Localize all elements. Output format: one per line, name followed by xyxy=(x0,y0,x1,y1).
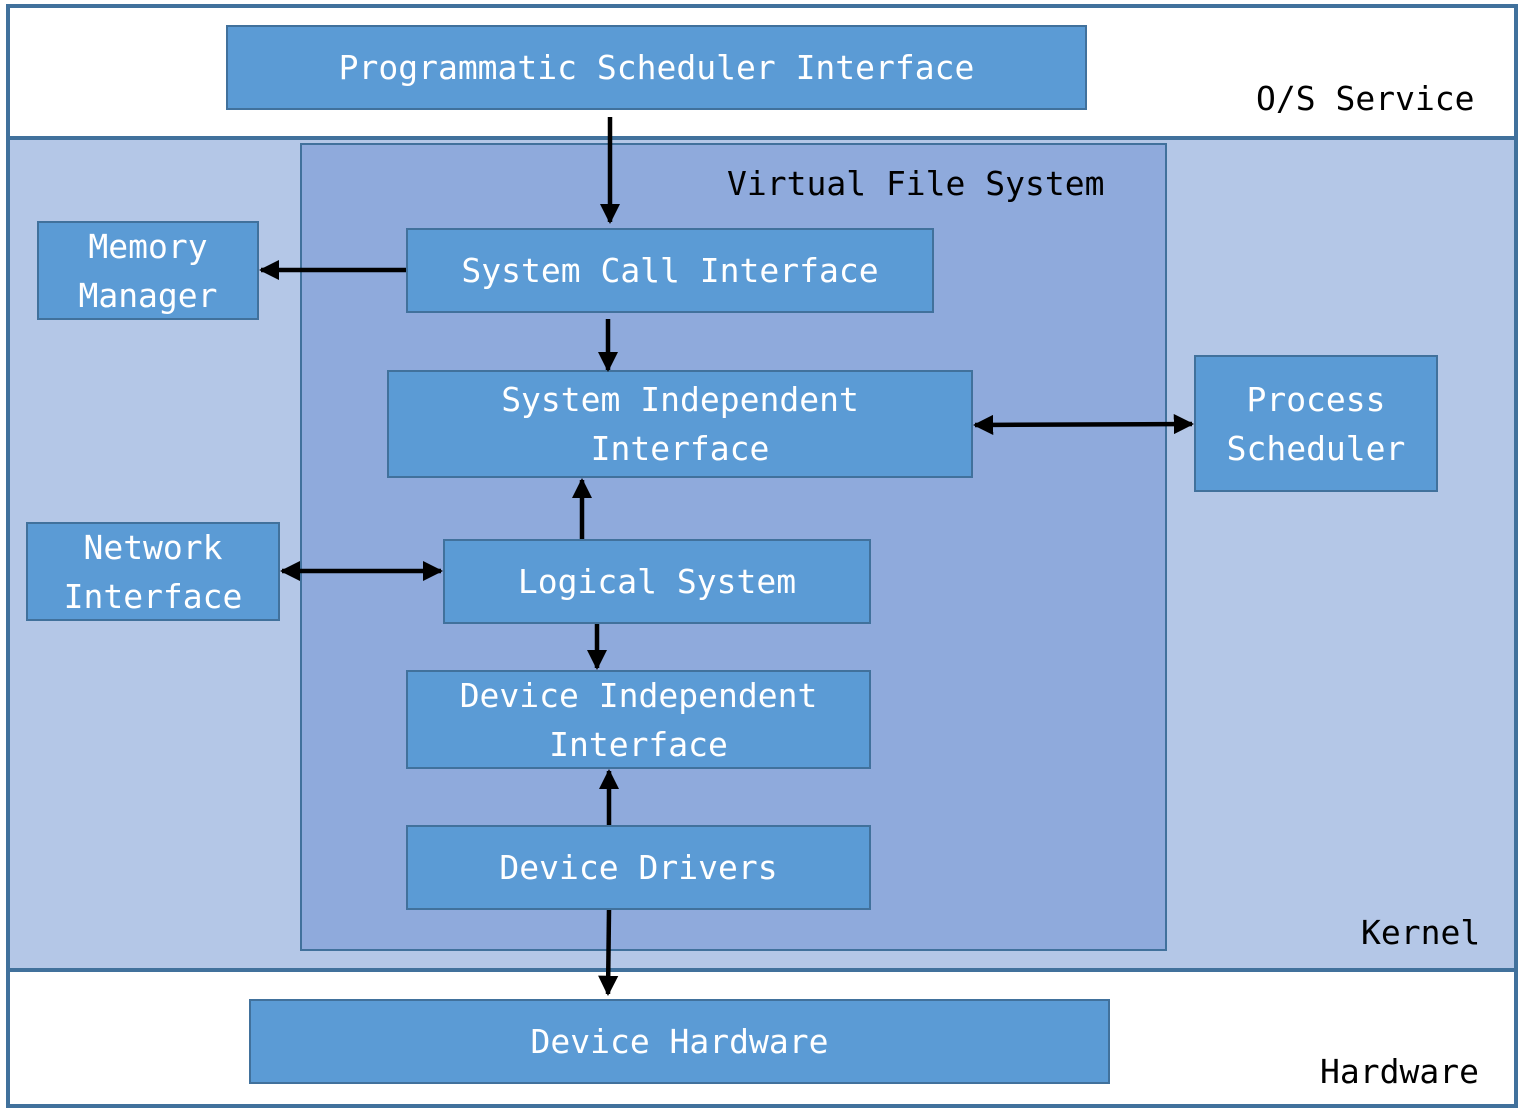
device-hardware-box: Device Hardware xyxy=(249,999,1110,1084)
network-interface-box: Network Interface xyxy=(26,522,280,621)
system-independent-interface-box: System Independent Interface xyxy=(387,370,973,478)
kernel-label: Kernel xyxy=(1361,913,1481,952)
memory-manager-box: Memory Manager xyxy=(37,221,259,320)
os-service-label: O/S Service xyxy=(1256,79,1475,118)
system-call-interface-box: System Call Interface xyxy=(406,228,934,313)
device-drivers-box: Device Drivers xyxy=(406,825,871,910)
hardware-label: Hardware xyxy=(1320,1052,1479,1091)
programmatic-scheduler-interface-box: Programmatic Scheduler Interface xyxy=(226,25,1087,110)
logical-system-box: Logical System xyxy=(443,539,871,624)
process-scheduler-box: Process Scheduler xyxy=(1194,355,1438,492)
device-independent-interface-box: Device Independent Interface xyxy=(406,670,871,769)
vfs-title: Virtual File System xyxy=(727,164,1105,203)
